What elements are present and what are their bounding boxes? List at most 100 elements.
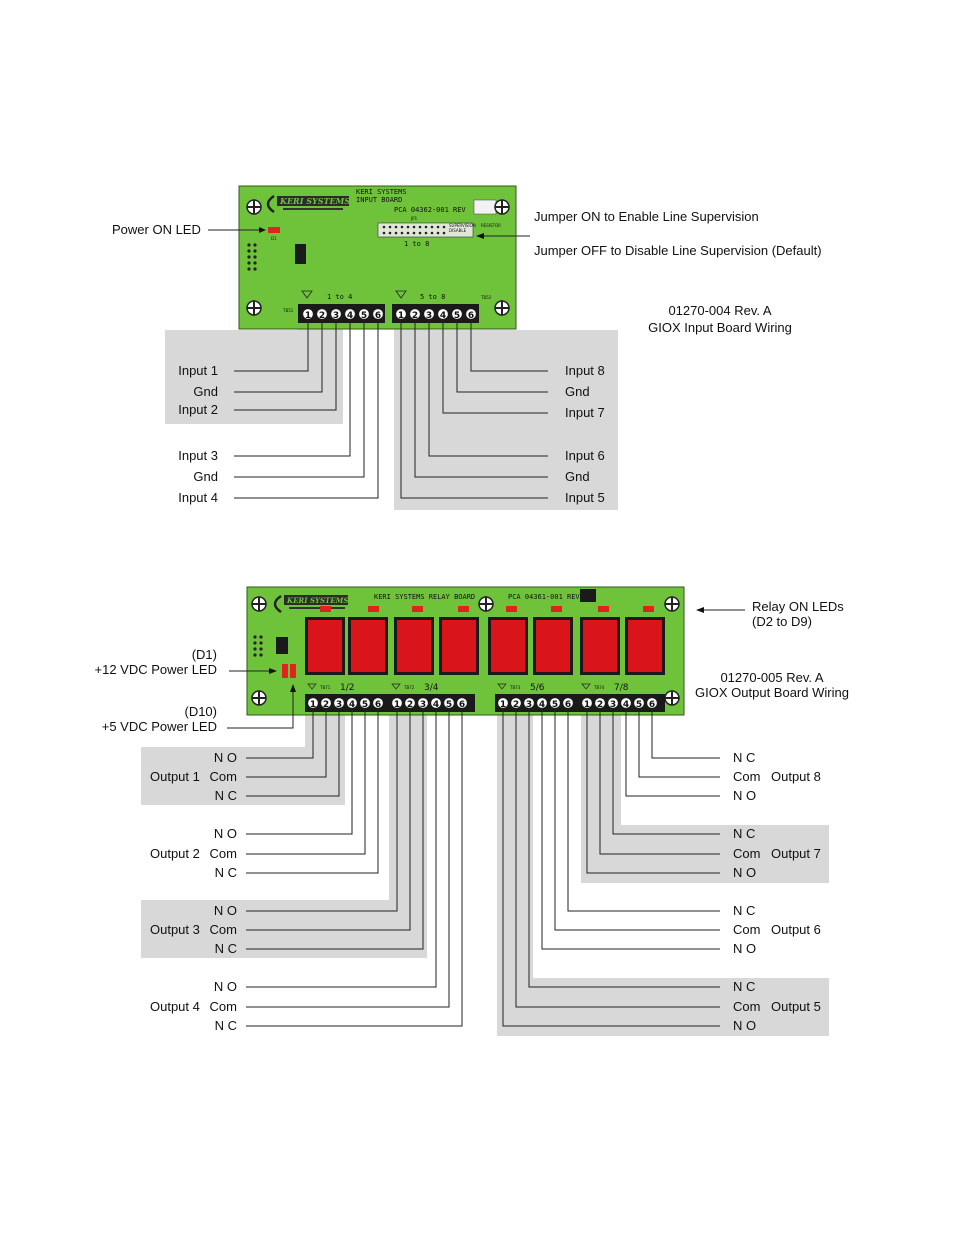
band-output-3 <box>141 900 427 958</box>
terminal-number: 4 <box>349 700 355 710</box>
relay-rev-box <box>580 589 596 602</box>
input-range-left: 1 to 4 <box>327 293 352 301</box>
wire <box>234 320 379 499</box>
relay-board-bands <box>141 712 829 1036</box>
input-header-pins <box>247 243 257 271</box>
terminal-number: 3 <box>420 700 426 710</box>
wire <box>246 709 327 778</box>
terminal-number: 4 <box>347 311 353 321</box>
input-silk-title-2: INPUT BOARD <box>356 196 402 204</box>
mount-hole-icon <box>494 199 510 215</box>
output-name-label: Output 3 <box>150 922 200 937</box>
input-left-label: Gnd <box>193 384 218 399</box>
output-pin-label: N C <box>733 979 755 994</box>
input-jumper-block <box>377 222 474 238</box>
output-pin-label: N C <box>215 788 237 803</box>
terminal-screw-2: 2 <box>316 308 328 321</box>
wire <box>456 320 548 393</box>
terminal-number: 4 <box>440 311 446 321</box>
terminal-screw-4: 4 <box>430 697 442 710</box>
terminal-screw-3: 3 <box>417 697 429 710</box>
output-wires <box>246 709 720 1027</box>
terminal-number: 1 <box>584 700 590 710</box>
logo-text: KERI SYSTEMS <box>286 596 348 605</box>
input-wires <box>234 320 548 499</box>
output-pin-label: Com <box>210 846 237 861</box>
input-board-bands <box>165 300 618 510</box>
relay-pca: PCA 04361-001 REV <box>508 593 580 601</box>
terminal-number: 4 <box>433 700 439 710</box>
wire <box>234 320 365 478</box>
output-pin-label: N C <box>733 826 755 841</box>
output-name-label: Output 5 <box>771 999 821 1014</box>
terminal-screw-5: 5 <box>358 308 370 321</box>
band-output-1 <box>141 747 345 805</box>
triangle-icon <box>391 683 401 690</box>
relay-body <box>397 620 431 672</box>
relay-led-d7 <box>551 606 562 612</box>
relay-leds <box>320 606 654 612</box>
input-right-label: Input 7 <box>565 405 605 420</box>
wire <box>246 709 463 1027</box>
output-pin-label: N C <box>733 903 755 918</box>
wire <box>414 320 548 478</box>
wire <box>246 709 411 931</box>
relay-led-d4 <box>412 606 423 612</box>
terminal-number: 6 <box>565 700 571 710</box>
triangle-icon <box>307 683 317 690</box>
relay-group-label: 7/8 <box>614 683 629 693</box>
relay-led-d3 <box>368 606 379 612</box>
wire <box>234 320 323 393</box>
wire <box>528 709 720 988</box>
relay-doc-title: GIOX Output Board Wiring <box>695 685 849 700</box>
relay-group-label: 5/6 <box>530 683 545 693</box>
band-inputs-1-2 <box>165 330 343 424</box>
input-pca: PCA 04362-001 REV <box>394 206 466 214</box>
terminal-screw-2: 2 <box>320 697 332 710</box>
relay-led-d5 <box>458 606 469 612</box>
terminal-number: 3 <box>333 311 339 321</box>
output-pin-label: Com <box>733 769 760 784</box>
input-power-led <box>268 227 280 233</box>
terminal-number: 4 <box>623 700 629 710</box>
terminal-screw-5: 5 <box>443 697 455 710</box>
terminal-number: 1 <box>310 700 316 710</box>
input-board-logo: KERI SYSTEMS <box>266 194 350 214</box>
output-pin-label: N C <box>215 1018 237 1033</box>
mount-hole-icon <box>251 596 267 612</box>
input-right-label: Gnd <box>565 469 590 484</box>
input-right-label: Input 8 <box>565 363 605 378</box>
input-doc-number: 01270-004 Rev. A <box>668 303 771 318</box>
relay-on-leds-range: (D2 to D9) <box>752 614 812 629</box>
input-rev-box <box>473 199 497 215</box>
input-resistor-tag: RESISTOR <box>481 223 501 228</box>
output-pin-label: Com <box>733 922 760 937</box>
terminal-screw-5: 5 <box>633 697 645 710</box>
mount-hole-icon <box>246 300 262 316</box>
relay-group-label: 1/2 <box>340 683 354 693</box>
relay-led-d9 <box>643 606 654 612</box>
terminal-number: 3 <box>336 700 342 710</box>
terminal-number: 6 <box>459 700 465 710</box>
input-board: KERI SYSTEMS KERI SYSTEMS INPUT BOARD PC… <box>238 185 517 330</box>
output-pin-label: N O <box>733 1018 756 1033</box>
terminal-screw-2: 2 <box>404 697 416 710</box>
terminal-screw-2: 2 <box>510 697 522 710</box>
d10-tag: (D10) <box>184 704 217 719</box>
terminal-screw-1: 1 <box>302 308 314 321</box>
wire <box>442 320 548 414</box>
mount-hole-icon <box>251 690 267 706</box>
input-doc-title: GIOX Input Board Wiring <box>648 320 792 335</box>
terminal-screw-3: 3 <box>330 308 342 321</box>
terminal-number: 6 <box>375 311 381 321</box>
input-silk-title-1: KERI SYSTEMS <box>356 188 407 196</box>
input-chip <box>295 244 306 264</box>
output-name-label: Output 6 <box>771 922 821 937</box>
wire <box>428 320 548 457</box>
mount-hole-icon <box>664 690 680 706</box>
terminal-number: 2 <box>323 700 329 710</box>
